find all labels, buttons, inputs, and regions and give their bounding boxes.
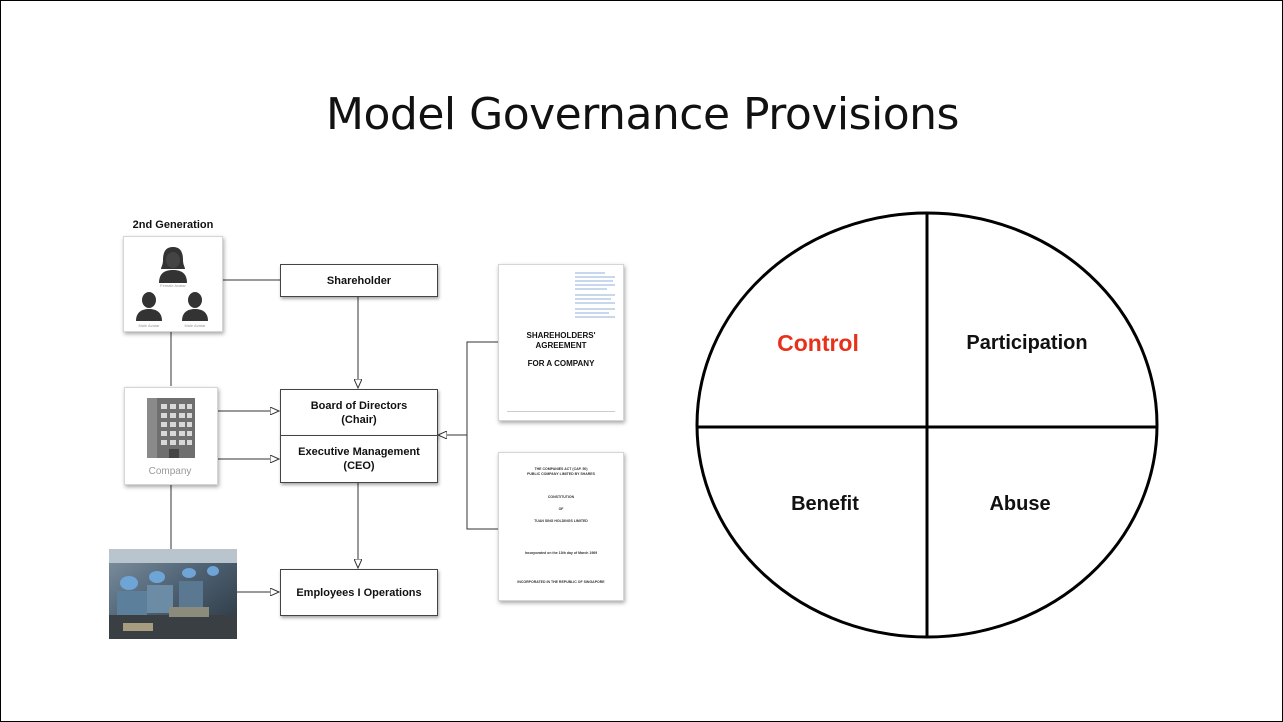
quadrant-benefit: Benefit — [791, 493, 859, 515]
constitution-document — [498, 452, 624, 601]
office-building-icon — [147, 398, 195, 458]
female-avatar-caption: Female Avatar — [160, 283, 186, 288]
quadrant-abuse: Abuse — [989, 493, 1051, 515]
constitution-line-2: PUBLIC COMPANY LIMITED BY SHARES — [527, 472, 595, 476]
constitution-line-3: CONSTITUTION — [547, 495, 575, 499]
family-avatars-card: Female Avatar Male Avatar Male Avatar — [123, 236, 223, 332]
company-card — [124, 387, 218, 485]
exec-label-line2: (CEO) — [343, 460, 375, 472]
male-avatar-icon — [136, 292, 162, 321]
generation-label: 2nd Generation — [132, 219, 214, 231]
document-footer-rule — [507, 411, 615, 412]
male-avatar-icon — [182, 292, 208, 321]
male-avatar-caption-2: Male Avatar — [184, 323, 206, 328]
agreement-title-line2: AGREEMENT — [535, 341, 587, 350]
agreement-title-line3: FOR A COMPANY — [527, 359, 595, 368]
agreement-title-line1: SHAREHOLDERS' — [526, 331, 596, 340]
company-caption: Company — [148, 466, 192, 477]
board-of-directors-box: Board of Directors (Chair) — [280, 389, 438, 437]
document-header-lines — [575, 272, 615, 318]
quadrant-control: Control — [777, 330, 859, 356]
employees-label: Employees I Operations — [296, 586, 422, 599]
shareholder-box: Shareholder — [280, 264, 438, 297]
shareholders-agreement-document: SHAREHOLDERS' AGREEMENT FOR A COMPANY — [498, 264, 624, 421]
constitution-line-7: INCORPORATED IN THE REPUBLIC OF SINGAPOR… — [517, 580, 605, 584]
employees-operations-box: Employees I Operations — [280, 569, 438, 616]
connector-documents-bracket — [466, 341, 498, 530]
board-label-line1: Board of Directors — [310, 400, 408, 412]
factory-workers-photo — [109, 549, 237, 639]
slide-title: Model Governance Provisions — [326, 89, 959, 140]
governance-quadrant-circle — [695, 211, 1159, 639]
agreement-title: SHAREHOLDERS' AGREEMENT FOR A COMPANY — [499, 331, 623, 369]
constitution-line-1: THE COMPANIES ACT (CAP. 50) — [534, 467, 588, 471]
quadrant-participation: Participation — [966, 332, 1088, 354]
female-avatar-icon — [159, 247, 187, 283]
executive-management-box: Executive Management (CEO) — [280, 435, 438, 483]
constitution-line-4: OF — [558, 507, 564, 511]
board-label-line2: (Chair) — [341, 414, 377, 426]
male-avatar-caption-1: Male Avatar — [138, 323, 160, 328]
constitution-line-6: Incorporated on the 13th day of March 19… — [524, 551, 598, 555]
shareholder-label: Shareholder — [326, 274, 392, 287]
constitution-line-5: TUAN SING HOLDINGS LIMITED — [534, 519, 588, 523]
exec-label-line1: Executive Management — [298, 446, 420, 458]
